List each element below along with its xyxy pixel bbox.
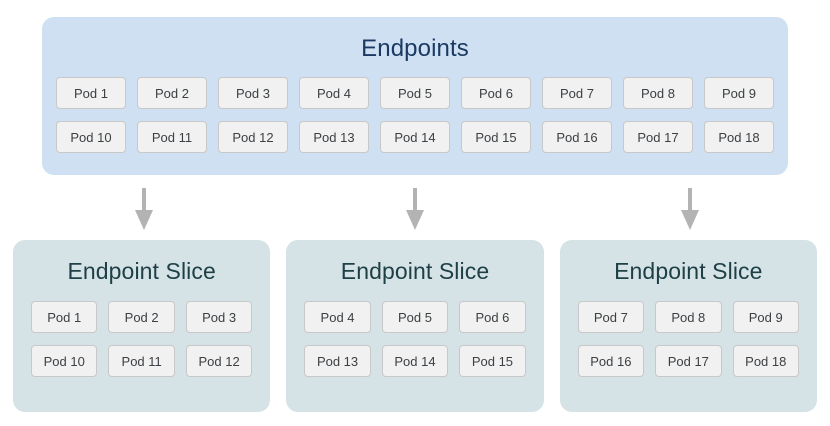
pod-chip: Pod 9 (732, 301, 799, 333)
pod-chip: Pod 9 (704, 77, 774, 109)
pod-chip: Pod 12 (218, 121, 288, 153)
endpoints-container: Endpoints Pod 1 Pod 2 Pod 3 Pod 4 Pod 5 … (42, 17, 788, 175)
arrow-shaft (142, 188, 146, 212)
pod-chip: Pod 2 (108, 301, 175, 333)
pod-chip: Pod 5 (380, 77, 450, 109)
pod-chip: Pod 17 (655, 345, 722, 377)
arrow-shaft (688, 188, 692, 212)
pod-chip: Pod 1 (31, 301, 98, 333)
arrow-shaft (413, 188, 417, 212)
pod-chip: Pod 15 (461, 121, 531, 153)
pod-chip: Pod 18 (732, 345, 799, 377)
endpoint-slice-title: Endpoint Slice (614, 258, 763, 284)
pod-chip: Pod 3 (185, 301, 253, 333)
pod-chip: Pod 15 (459, 345, 526, 377)
pod-chip: Pod 2 (137, 77, 207, 109)
endpoints-title: Endpoints (361, 35, 469, 62)
pod-chip: Pod 18 (704, 121, 774, 153)
pod-chip: Pod 8 (655, 301, 722, 333)
endpoint-slice-pod-grid: Pod 7 Pod 8 Pod 9 Pod 16 Pod 17 Pod 18 (560, 283, 817, 377)
pod-chip: Pod 14 (381, 345, 449, 377)
endpoint-slice-title: Endpoint Slice (67, 258, 216, 284)
pod-chip: Pod 16 (542, 121, 612, 153)
pod-chip: Pod 10 (56, 121, 126, 153)
endpoint-slice-container: Endpoint Slice Pod 1 Pod 2 Pod 3 Pod 10 … (13, 240, 271, 412)
pod-chip: Pod 3 (218, 77, 288, 109)
pod-chip: Pod 7 (542, 77, 612, 109)
arrow-head (681, 210, 699, 230)
endpoints-pod-grid: Pod 1 Pod 2 Pod 3 Pod 4 Pod 5 Pod 6 Pod … (42, 61, 788, 153)
pod-chip: Pod 12 (185, 345, 253, 377)
arrow-head (135, 210, 153, 230)
endpoint-slice-container: Endpoint Slice Pod 7 Pod 8 Pod 9 Pod 16 … (559, 240, 817, 412)
pod-chip: Pod 11 (137, 121, 207, 153)
endpoint-slice-pod-grid: Pod 4 Pod 5 Pod 6 Pod 13 Pod 14 Pod 15 (286, 283, 543, 377)
pod-chip: Pod 7 (577, 301, 645, 333)
pod-chip: Pod 4 (299, 77, 369, 109)
pod-chip: Pod 6 (461, 77, 531, 109)
pod-chip: Pod 1 (56, 77, 126, 109)
endpoint-slice-pod-grid: Pod 1 Pod 2 Pod 3 Pod 10 Pod 11 Pod 12 (13, 283, 270, 377)
pod-chip: Pod 13 (299, 121, 369, 153)
pod-chip: Pod 11 (108, 345, 175, 377)
pod-chip: Pod 6 (459, 301, 526, 333)
pod-chip: Pod 17 (623, 121, 693, 153)
pod-chip: Pod 5 (381, 301, 449, 333)
arrow-down-icon (404, 188, 426, 230)
pod-chip: Pod 13 (304, 345, 371, 377)
arrow-down-icon (679, 188, 701, 230)
pod-chip: Pod 14 (380, 121, 450, 153)
arrow-head (406, 210, 424, 230)
pod-chip: Pod 4 (304, 301, 371, 333)
endpoint-slice-title: Endpoint Slice (340, 258, 490, 284)
arrow-down-icon (133, 188, 155, 230)
endpoint-slices-row: Endpoint Slice Pod 1 Pod 2 Pod 3 Pod 10 … (13, 240, 817, 412)
endpoint-slice-container: Endpoint Slice Pod 4 Pod 5 Pod 6 Pod 13 … (286, 240, 544, 412)
pod-chip: Pod 16 (577, 345, 645, 377)
pod-chip: Pod 8 (623, 77, 693, 109)
pod-chip: Pod 10 (31, 345, 98, 377)
